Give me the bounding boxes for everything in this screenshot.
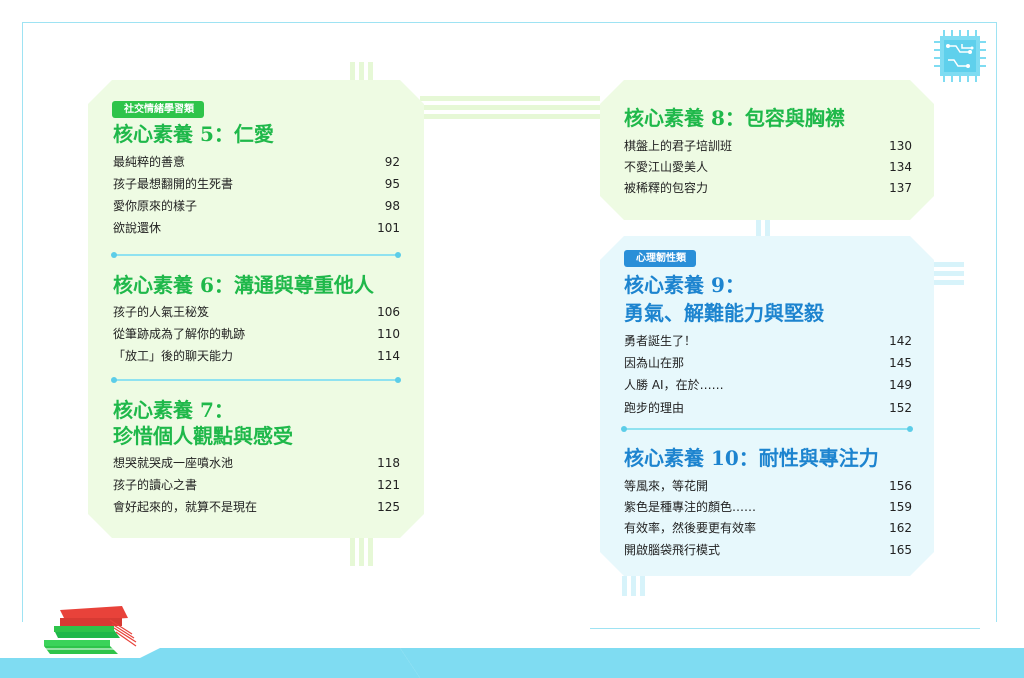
toc-entry-page: 149 (889, 378, 912, 392)
left-card-top-connector (350, 62, 380, 82)
toc-entry-title: 勇者誕生了！ (624, 334, 697, 348)
frame-left-line (22, 22, 23, 622)
toc-entry-page: 156 (889, 479, 912, 493)
toc-entry-title: 最純粹的善意 (113, 155, 186, 169)
frame-right-line (996, 22, 997, 622)
toc-entry-page: 137 (889, 181, 912, 195)
toc-entry-page: 130 (889, 139, 912, 153)
toc-entry-title: 欲說還休 (113, 221, 162, 235)
toc-entry-page: 134 (889, 160, 912, 174)
section-title-9-line1: 核心素養 9： (624, 273, 745, 297)
toc-entry-page: 159 (889, 500, 912, 514)
toc-entry-title: 孩子最想翻開的生死書 (113, 177, 234, 191)
toc-entry-page: 118 (377, 456, 400, 470)
toc-entry-page: 145 (889, 356, 912, 370)
section-title-6: 核心素養 6：溝通與尊重他人 (113, 273, 374, 297)
right-card-connector-middle (756, 218, 776, 238)
frame-bottom-line (590, 628, 980, 629)
toc-entry-title: 紫色是種專注的顏色…… (624, 500, 757, 514)
section-title-5: 核心素養 5：仁愛 (113, 122, 274, 146)
circuit-chip-icon (934, 30, 986, 82)
toc-entry-title: 跑步的理由 (624, 401, 685, 415)
toc-entry-title: 被稀釋的包容力 (624, 181, 709, 195)
toc-entry-title: 因為山在那 (624, 356, 685, 370)
toc-entry-page: 110 (377, 327, 400, 341)
toc-entry-page: 95 (384, 177, 400, 191)
frame-top-line (22, 22, 997, 23)
toc-entry-page: 106 (377, 305, 400, 319)
right-top-contents-card (600, 80, 934, 220)
toc-entry-title: 人勝 AI，在於…… (624, 378, 724, 392)
toc-entry-page: 125 (377, 500, 400, 514)
toc-entry-page: 162 (889, 521, 912, 535)
left-contents-card (88, 80, 424, 538)
toc-entry-title: 會好起來的，就算不是現在 (113, 500, 258, 514)
section-divider (111, 252, 401, 258)
section-divider (111, 377, 401, 383)
section-title-8: 核心素養 8：包容與胸襟 (624, 106, 845, 130)
left-card-right-connector (420, 96, 600, 130)
toc-entry-page: 142 (889, 334, 912, 348)
toc-entry-page: 98 (384, 199, 400, 213)
toc-entry-title: 孩子的讀心之書 (113, 478, 198, 492)
section-title-9-line2: 勇氣、解難能力與堅毅 (624, 301, 824, 325)
toc-entry-title: 孩子的人氣王秘笈 (113, 305, 210, 319)
toc-entry-page: 152 (889, 401, 912, 415)
toc-entry-title: 從筆跡成為了解你的軌跡 (113, 327, 246, 341)
toc-entry-title: 想哭就哭成一座噴水池 (113, 456, 234, 470)
toc-entry-title: 開啟腦袋飛行模式 (624, 543, 721, 557)
book-stack-icon (44, 606, 137, 654)
section-title-7-line2: 珍惜個人觀點與感受 (113, 424, 293, 448)
right-bottom-contents-card (600, 236, 934, 576)
toc-entry-title: 棋盤上的君子培訓班 (624, 139, 733, 153)
section-title-7-line1: 核心素養 7： (113, 398, 234, 422)
toc-entry-page: 114 (377, 349, 400, 363)
toc-entry-page: 165 (889, 543, 912, 557)
category-badge-social-emotional: 社交情緒學習類 (112, 101, 204, 118)
right-card-bottom-connector (622, 576, 652, 596)
left-card-bottom-connector (350, 538, 380, 566)
section-title-10: 核心素養 10：耐性與專注力 (624, 446, 879, 470)
toc-entry-title: 有效率，然後要更有效率 (624, 521, 757, 535)
section-divider (621, 426, 913, 432)
toc-entry-page: 121 (377, 478, 400, 492)
toc-entry-page: 101 (377, 221, 400, 235)
right-card-right-connector (934, 262, 964, 292)
toc-entry-title: 愛你原來的樣子 (113, 199, 198, 213)
toc-entry-page: 92 (384, 155, 400, 169)
footer-band (0, 648, 1024, 678)
toc-entry-title: 等風來，等花開 (624, 479, 709, 493)
toc-entry-title: 不愛江山愛美人 (624, 160, 709, 174)
toc-entry-title: 「放工」後的聊天能力 (113, 349, 234, 363)
category-badge-resilience: 心理韌性類 (624, 250, 696, 267)
